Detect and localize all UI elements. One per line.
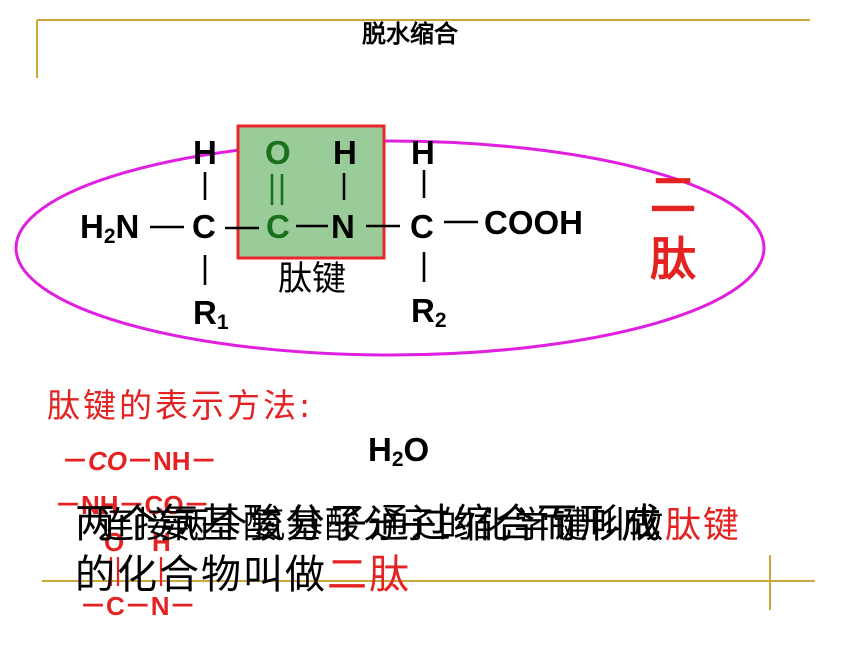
r2-subscript: 2: [434, 309, 447, 332]
notation-form-1: －CO－NH－: [62, 447, 217, 475]
alpha2-carbon: C: [410, 208, 434, 245]
amide-hydrogen: H: [333, 134, 357, 171]
r2-group: R2: [411, 294, 447, 337]
template-frame-top: [36, 19, 810, 78]
water-oxygen: O: [403, 431, 430, 468]
water-hydrogen: H: [368, 431, 392, 468]
form3-hydrogen: H: [152, 527, 171, 557]
water-formula: H2O: [368, 433, 429, 476]
form3-oxygen: O: [104, 527, 125, 557]
notation-form-2: －NH－CO－: [55, 490, 210, 520]
amino-subscript: 2: [103, 225, 116, 248]
peptide-bond-highlight-box: [236, 124, 386, 260]
peptide-bond-definition: 连接两个氨基酸分子的化学键叫做肽键: [98, 506, 741, 546]
amino-nitrogen: N: [115, 208, 140, 245]
form1-lead: －: [62, 446, 89, 476]
amide-nitrogen: N: [331, 208, 355, 245]
dipeptide-definition-line-1: 两个氨基酸分子通过缩合而形成: [75, 501, 663, 547]
alpha2-hydrogen: H: [411, 134, 435, 171]
r1-letter: R: [193, 294, 217, 331]
bonds: [150, 170, 478, 285]
alpha1-hydrogen: H: [193, 134, 217, 171]
amino-group: H2N: [80, 210, 139, 253]
product-label-char-1: 二: [650, 168, 696, 222]
peptide-bond-definition-text: 连接两个氨基酸分子的化学键叫做: [98, 505, 666, 546]
form1-tail: －NH－: [127, 446, 217, 476]
dipeptide-term: 二肽: [327, 552, 411, 598]
peptide-bond-label: 肽键: [278, 259, 346, 299]
r1-group: R1: [193, 296, 229, 339]
structural-form-bonds: [109, 557, 163, 586]
template-frame-bottom: [42, 555, 815, 610]
notation-heading: 肽键的表示方法:: [47, 386, 314, 425]
dipeptide-ellipse: [14, 139, 766, 357]
carbonyl-oxygen: O: [265, 134, 291, 171]
carboxyl-group: COOH: [484, 204, 583, 241]
form1-co: CO: [88, 446, 128, 476]
product-label-char-2: 肽: [650, 232, 696, 286]
dipeptide-definition-line-2: 的化合物叫做二肽: [75, 553, 411, 597]
dipeptide-definition-text: 的化合物叫做: [75, 552, 327, 598]
water-subscript: 2: [391, 448, 404, 471]
amino-hydrogen: H: [80, 208, 104, 245]
r1-subscript: 1: [216, 311, 229, 334]
carbonyl-carbon: C: [266, 208, 290, 245]
form3-chain: －C－N－: [80, 591, 196, 621]
r2-letter: R: [411, 292, 435, 329]
slide-title: 脱水缩合: [362, 20, 458, 48]
alpha1-carbon: C: [192, 208, 216, 245]
peptide-bond-term: 肽键: [665, 505, 741, 546]
